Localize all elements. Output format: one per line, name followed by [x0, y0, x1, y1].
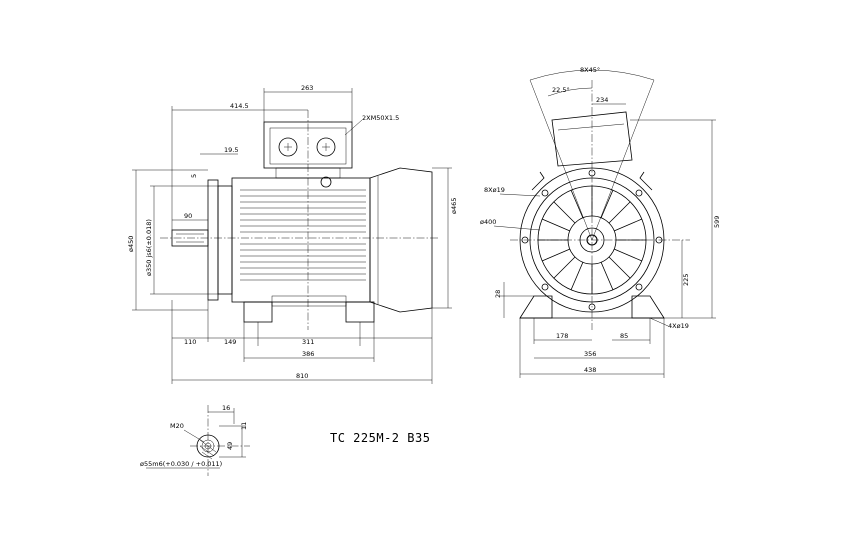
side-view: 263 414.5 2XM50X1.5 19.5 5 90 ø450 ø350 …: [127, 84, 458, 384]
front-foot-left: [519, 295, 553, 319]
dim-shaft-len: 90: [184, 212, 192, 220]
dim-flange-thk: 19.5: [224, 146, 238, 154]
dim-angle-b: 22.5°: [552, 86, 570, 94]
flange-spigot: [217, 185, 233, 295]
dim-foot-span-front: 356: [584, 350, 596, 358]
dim-shaft-height: 225: [682, 274, 690, 286]
dim-bolts: 8Xø19: [484, 186, 505, 194]
dim-total-height: 599: [713, 216, 721, 228]
dim-height: ø465: [450, 198, 458, 214]
side-dimensions: 263 414.5 2XM50X1.5 19.5 5 90 ø450 ø350 …: [127, 84, 458, 384]
front-dimensions: 234 8Xø19 ø400 599 225 28 178 85 4Xø19 3: [480, 96, 721, 378]
dim-key-height: 49: [226, 442, 234, 450]
cooling-fins: [240, 189, 366, 281]
dim-box-width: 234: [596, 96, 608, 104]
dim-foot-total: 386: [302, 350, 314, 358]
fan-cowl: [369, 167, 433, 313]
dim-foot-pos: 149: [224, 338, 236, 346]
dim-shaft-dia: ø55m6(+0.030 / +0.011): [140, 460, 222, 468]
dim-thread: M20: [170, 422, 184, 430]
dim-spigot-dia: ø350 js6(±0.018): [145, 219, 153, 276]
dim-spigot: 5: [190, 174, 198, 178]
dim-foot-holes: 4Xø19: [668, 322, 689, 330]
motor-body: [231, 177, 371, 303]
dim-half-foot: 178: [556, 332, 568, 340]
drawing-title: TC 225M-2 B35: [330, 431, 430, 445]
lifting-lugs: [531, 171, 653, 191]
dim-foot-width: 85: [620, 332, 628, 340]
flange-plate: [207, 179, 219, 301]
shaft-detail: 16 11 49 M20 ø55m6(+0.030 / +0.011): [140, 404, 250, 476]
foot-left: [243, 301, 273, 323]
dim-foot-thk: 28: [494, 290, 502, 298]
cable-gland-right: [316, 137, 336, 157]
dim-cable-gland: 2XM50X1.5: [362, 114, 399, 122]
dim-total-len: 810: [296, 372, 308, 380]
dim-foot-span: 311: [302, 338, 314, 346]
dim-key-width: 11: [240, 422, 248, 430]
dim-key-len: 16: [222, 404, 230, 412]
front-view: 8X45° 22.5° 234 8Xø19 ø400 599 225 28 17…: [480, 66, 721, 378]
dim-flange-dia: ø450: [127, 236, 135, 252]
dim-angle-a: 8X45°: [580, 66, 600, 74]
front-terminal-box: [551, 111, 633, 167]
dim-top-box: 263: [301, 84, 313, 92]
front-foot-right: [631, 295, 665, 319]
dim-pcd: ø400: [480, 218, 496, 226]
dim-shaft-proj: 110: [184, 338, 196, 346]
foot-right: [345, 301, 375, 323]
cable-gland-left: [278, 137, 298, 157]
dim-base-width: 438: [584, 366, 596, 374]
dim-box-offset: 414.5: [230, 102, 249, 110]
lifting-eye: [320, 176, 332, 188]
